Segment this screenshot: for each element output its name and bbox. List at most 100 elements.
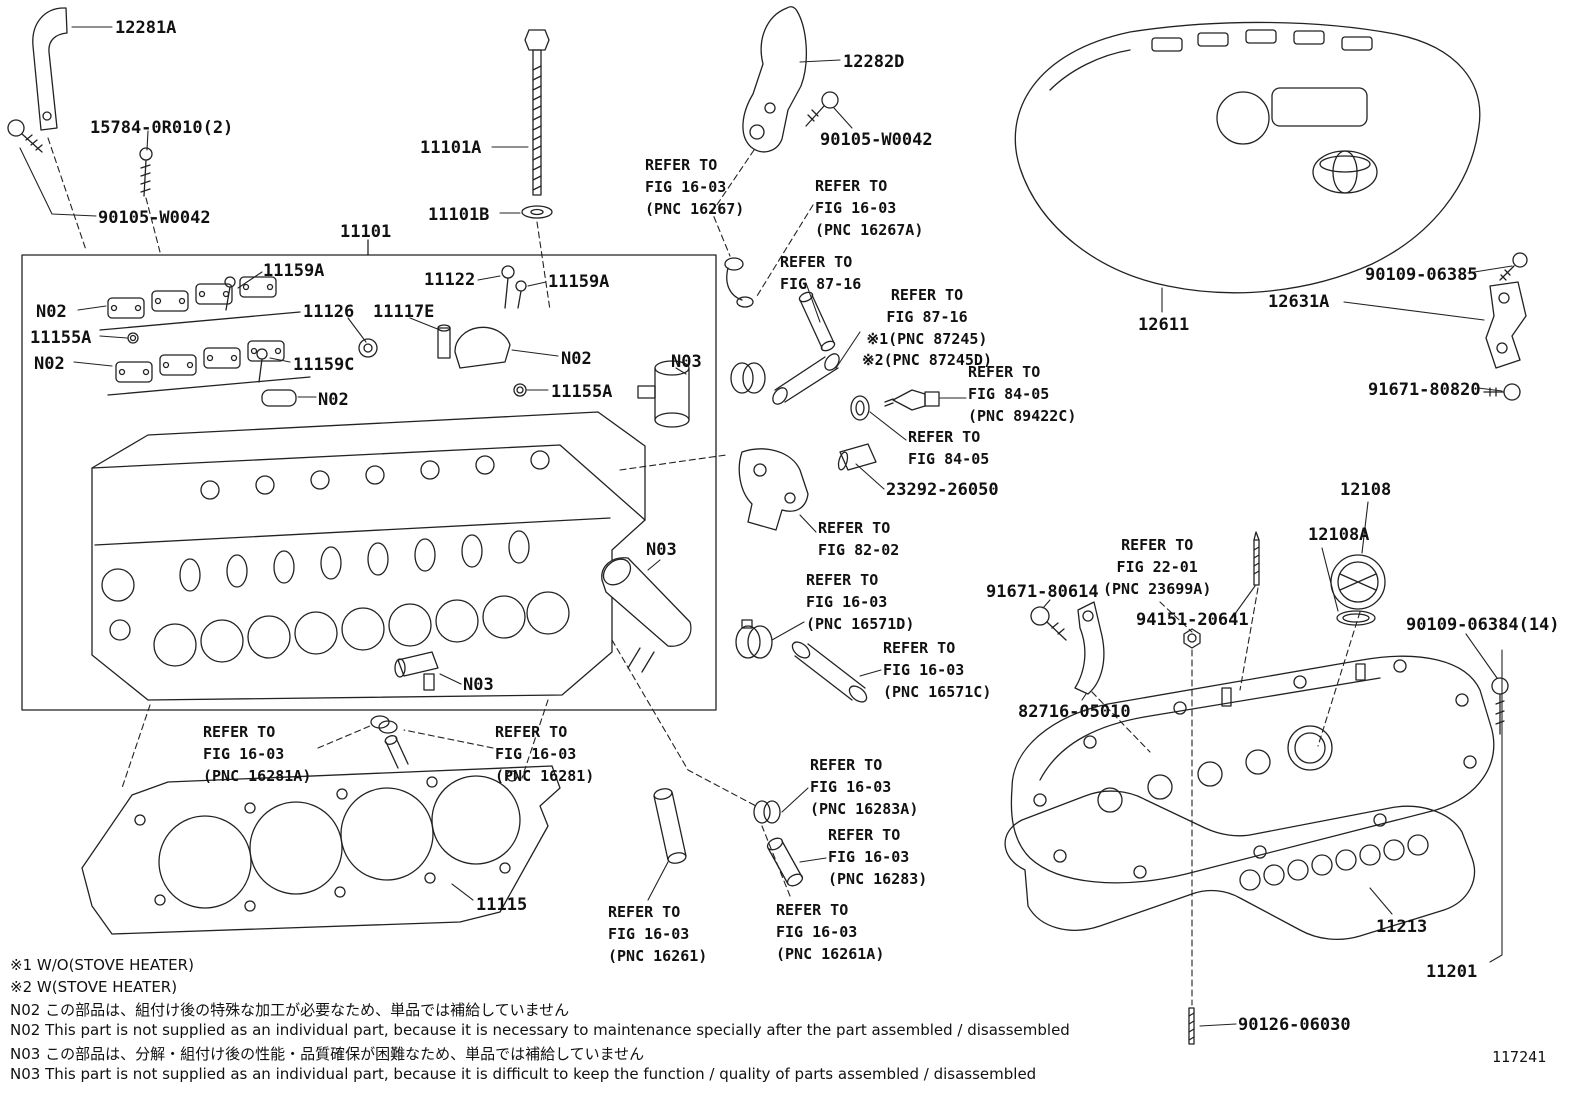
hose-clamp-16283A-drawing [753, 800, 781, 824]
hose-clamp-87245-drawing [730, 362, 766, 394]
part-label-11159A-2: 11159A [548, 272, 610, 292]
heater-elbow-16267-drawing [724, 257, 754, 308]
bolt-90105-left-drawing [7, 119, 43, 153]
part-label-82716-05010: 82716-05010 [1018, 702, 1131, 722]
ref-label-pnc16281A: REFER TO FIG 16-03 (PNC 16281A) [203, 723, 312, 785]
part-label-N02-3: N02 [561, 349, 592, 369]
cylinder-head-drawing [91, 411, 646, 701]
ref-label-pnc89422C: REFER TO FIG 84-05 (PNC 89422C) [968, 363, 1077, 425]
ref-label-fig8405: REFER TO FIG 84-05 [908, 428, 990, 468]
nut-94151-drawing [1183, 628, 1201, 649]
part-label-11213: 11213 [1376, 917, 1428, 937]
part-label-11155A-1: 11155A [30, 328, 92, 348]
cover-gasket-11213-drawing [1004, 790, 1476, 941]
ref-label-pnc16571C: REFER TO FIG 16-03 (PNC 16571C) [883, 639, 992, 701]
sensor-ring-8405-drawing [850, 395, 870, 421]
footnote-n03-en: N03 This part is not supplied as an indi… [10, 1065, 1037, 1083]
sender-23292-drawing [837, 443, 877, 471]
part-label-12611: 12611 [1138, 315, 1190, 335]
part-label-90109-06385: 90109-06385 [1365, 265, 1478, 285]
part-label-11101: 11101 [340, 222, 392, 242]
part-label-15784-0R010: 15784-0R010(2) [90, 118, 234, 138]
part-label-11201: 11201 [1426, 962, 1478, 982]
stud-15784-drawing [139, 147, 153, 197]
assembly-box [21, 239, 717, 711]
heater-pipe-8716-drawing [798, 291, 836, 352]
ref-label-pnc16283: REFER TO FIG 16-03 (PNC 16283) [828, 826, 928, 888]
bolt-91671-80614-drawing [1030, 606, 1067, 641]
head-bolt-11101A-drawing [521, 29, 553, 219]
ref-label-pnc16571D: REFER TO FIG 16-03 (PNC 16571D) [806, 571, 915, 633]
water-hose-16571C-drawing [791, 641, 868, 703]
part-label-94151-20641: 94151-20641 [1136, 610, 1249, 630]
clamp-16281-drawing [370, 715, 409, 769]
hose-clamp-16571D-drawing [735, 619, 773, 659]
part-label-N02-4: N02 [318, 390, 349, 410]
valve-cover-drawing [1010, 655, 1495, 884]
figure-number: 117241 [1492, 1048, 1547, 1066]
footnote-n03-jp: N03 この部品は、分解・組付け後の性能・品質確保が困難なため、単品では補給して… [10, 1045, 645, 1063]
ref-label-fig8716-lower: REFER TO FIG 87-16 ※1(PNC 87245) ※2(PNC … [862, 286, 992, 370]
bolt-91671-80820-drawing [1483, 383, 1521, 401]
part-label-12108A: 12108A [1308, 525, 1370, 545]
part-label-11122: 11122 [424, 270, 476, 290]
part-label-11159A-1: 11159A [263, 261, 325, 281]
oil-cap-12108-drawing [1330, 554, 1386, 610]
part-label-23292-26050: 23292-26050 [886, 480, 999, 500]
part-label-N03-1: N03 [671, 352, 702, 372]
stud-94151-drawing [1253, 531, 1260, 586]
hose-16283-drawing [766, 837, 804, 887]
part-label-11101B: 11101B [428, 205, 490, 225]
footnote-n02-jp: N02 この部品は、組付け後の特殊な加工が必要なため、単品では補給していません [10, 1001, 570, 1019]
leader-lines [19, 26, 1513, 1027]
dashed-lines [47, 137, 1361, 1006]
hook-12281A-drawing [32, 7, 68, 131]
part-label-N02-2: N02 [34, 354, 65, 374]
elbow-N03-3-drawing [394, 651, 439, 691]
bracket-82716-drawing [1074, 601, 1105, 695]
engine-cover-drawing [1014, 21, 1481, 294]
part-label-11159C: 11159C [293, 355, 355, 375]
outlet-pipe-N03-1-drawing [637, 360, 690, 428]
footnote-n02-en: N02 This part is not supplied as an indi… [10, 1021, 1070, 1039]
part-label-90105-W0042-left: 90105-W0042 [98, 208, 211, 228]
ref-label-pnc16267: REFER TO FIG 16-03 (PNC 16267) [645, 156, 745, 218]
part-label-11117E: 11117E [373, 302, 435, 322]
bracket-12282D-drawing [742, 6, 807, 153]
part-label-11126: 11126 [303, 302, 355, 322]
bolt-90105-right-drawing [805, 91, 839, 127]
head-gasket-drawing [81, 765, 561, 935]
ref-label-pnc16281: REFER TO FIG 16-03 (PNC 16281) [495, 723, 595, 785]
bolt-90109-06384-drawing [1491, 677, 1509, 735]
cam-caps-drawing [99, 276, 311, 396]
footnote-ref2: ※2 W(STOVE HEATER) [10, 978, 178, 996]
ref-label-pnc16261: REFER TO FIG 16-03 (PNC 16261) [608, 903, 708, 965]
bolt-90109-06385-drawing [1499, 252, 1528, 281]
part-label-N02-1: N02 [36, 302, 67, 322]
part-label-11155A-2: 11155A [551, 382, 613, 402]
stud-90126-drawing [1188, 1007, 1195, 1045]
part-label-12108: 12108 [1340, 480, 1392, 500]
ref-label-fig8202: REFER TO FIG 82-02 [818, 519, 900, 559]
ref-label-pnc16267A: REFER TO FIG 16-03 (PNC 16267A) [815, 177, 924, 239]
ref-label-fig8716-upper: REFER TO FIG 87-16 [780, 253, 862, 293]
temp-sensor-89422C-drawing [884, 389, 940, 411]
part-label-90126-06030: 90126-06030 [1238, 1015, 1351, 1035]
ref-label-pnc23699A: REFER TO FIG 22-01 (PNC 23699A) [1103, 536, 1212, 598]
part-label-N03-2: N03 [646, 540, 677, 560]
tube-16261-drawing [653, 788, 687, 864]
bracket-12631A-drawing [1485, 281, 1527, 369]
ref-label-pnc16283A: REFER TO FIG 16-03 (PNC 16283A) [810, 756, 919, 818]
ref-label-pnc16261A: REFER TO FIG 16-03 (PNC 16261A) [776, 901, 885, 963]
part-label-11115: 11115 [476, 895, 528, 915]
part-label-12631A: 12631A [1268, 292, 1330, 312]
part-label-12282D: 12282D [843, 52, 905, 72]
outlet-pipe-N03-2-drawing [601, 557, 692, 673]
part-label-90109-06384: 90109-06384(14) [1406, 615, 1560, 635]
part-label-91671-80614: 91671-80614 [986, 582, 1099, 602]
part-label-11101A: 11101A [420, 138, 482, 158]
part-label-91671-80820: 91671-80820 [1368, 380, 1481, 400]
part-label-90105-W0042-right: 90105-W0042 [820, 130, 933, 150]
water-hose-87245D-drawing [772, 353, 840, 405]
